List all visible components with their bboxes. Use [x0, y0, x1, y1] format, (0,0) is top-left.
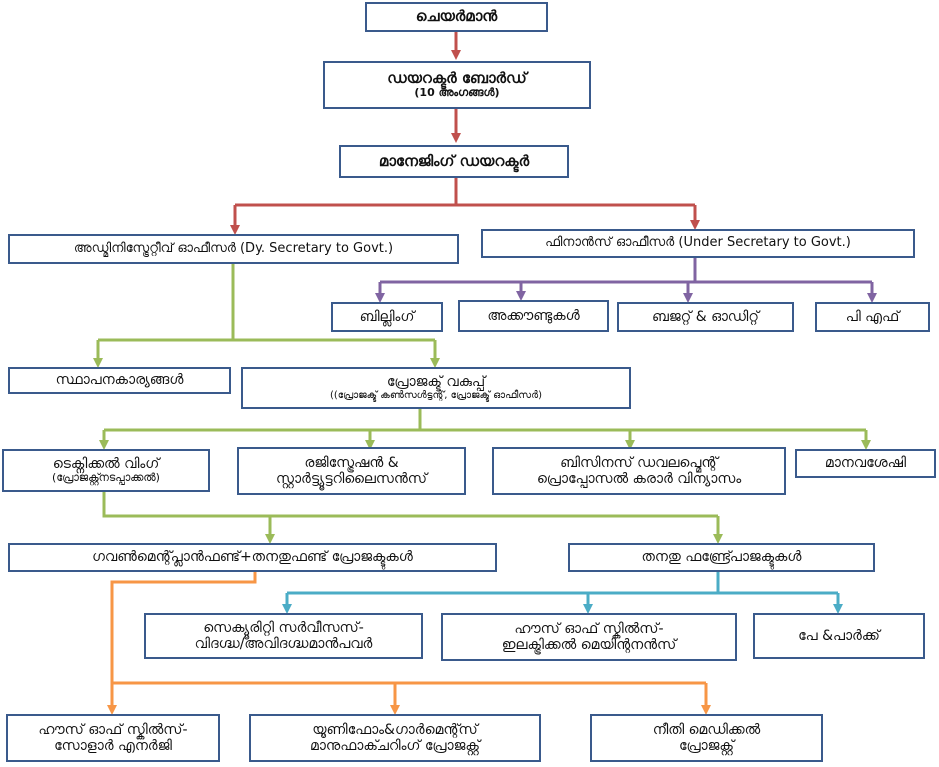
technical-wing-sublabel: (പ്രോജക്റ്റ്നടപ്പാക്കൽ)	[52, 471, 160, 485]
technical-wing-label: ടെക്നിക്കൽ വിംഗ്	[52, 456, 160, 473]
budget-audit-label: ബജറ്റ് & ഓഡിറ്റ്	[652, 308, 759, 325]
hr-box: മാനവശേഷി	[795, 449, 936, 478]
uniform-garments-box: യൂണിഫോം&ഗാർമെന്റ്സ് മാനുഫാക്ചറിംഗ് പ്രോജ…	[249, 714, 541, 762]
finance-officer-label: ഫിനാൻസ് ഓഫീസർ (Under Secretary to Govt.)	[545, 235, 851, 251]
connector-technical-bar	[102, 492, 718, 518]
uniform-garments-label-line2: മാനുഫാക്ചറിംഗ് പ്രോജക്റ്റ്	[310, 738, 480, 754]
project-dept-sublabel: ((പ്രോജക്ട് കൺസൾട്ടന്റ്, പ്രോജക്ട് ഓഫീസർ…	[329, 390, 543, 402]
house-of-skills-solar-label-line2: സോളാർ എനർജി	[54, 738, 172, 754]
neethi-medical-box: നീതി മെഡിക്കൽ പ്രോജക്റ്റ്	[590, 714, 823, 762]
registration-label-line2: സ്റ്റാർട്ട്യൂട്ടറിലൈസൻസ്	[276, 471, 427, 487]
pay-park-box: പേ &പാർക്ക്	[753, 613, 925, 659]
house-of-skills-electrical-box: ഹൗസ് ഓഫ് സ്കിൽസ്- ഇലക്ട്രിക്കൽ മെയിന്റനൻ…	[441, 613, 737, 661]
govt-plan-fund-label: ഗവൺമെന്റ്പ്ലാൻഫണ്ട്+തനതുഫണ്ട് പ്രോജക്ടുക…	[92, 549, 413, 566]
registration-box: രജിസ്ട്രേഷൻ & സ്റ്റാർട്ട്യൂട്ടറിലൈസൻസ്	[237, 447, 466, 495]
house-of-skills-solar-box: ഹൗസ് ഓഫ് സ്കിൽസ്- സോളാർ എനർജി	[6, 714, 220, 762]
orange-connectors	[107, 572, 711, 715]
own-fund-label: തനതു ഫണ്ട്പ്രോജക്ടുകൾ	[641, 549, 802, 566]
registration-label: രജിസ്ട്രേഷൻ &	[304, 454, 399, 471]
business-dev-label: ബിസിനസ് ഡവലപ്മെന്റ്	[560, 454, 718, 471]
board-sublabel: (10 അംഗങ്ങൾ)	[414, 86, 500, 100]
admin-officer-label: അഡ്മിനിസ്ട്രേറ്റീവ് ഓഫീസർ (Dy. Secretary…	[73, 240, 394, 256]
business-dev-label-line2: പ്രൊപ്പോസൽ കരാർ വിന്യാസം	[536, 471, 742, 487]
security-services-box: സെക്യൂരിറ്റി സർവീസസ്- വിദഗ്ദ്ധ/അവിദഗ്ദ്ധ…	[144, 613, 423, 659]
accounts-box: അക്കൗണ്ടുകൾ	[458, 300, 609, 332]
business-dev-box: ബിസിനസ് ഡവലപ്മെന്റ് പ്രൊപ്പോസൽ കരാർ വിന്…	[492, 447, 786, 495]
govt-plan-fund-box: ഗവൺമെന്റ്പ്ലാൻഫണ്ട്+തനതുഫണ്ട് പ്രോജക്ടുക…	[8, 543, 497, 572]
project-dept-box: പ്രോജക്ട് വകുപ്പ് ((പ്രോജക്ട് കൺസൾട്ടന്റ…	[241, 367, 631, 409]
chairman-label: ചെയർമാൻ	[415, 7, 498, 26]
chairman-box: ചെയർമാൻ	[365, 2, 548, 32]
house-of-skills-electrical-label-line2: ഇലക്ട്രിക്കൽ മെയിന്റനൻസ്	[501, 637, 677, 653]
md-label: മാനേജിംഗ് ഡയറക്ടർ	[378, 151, 530, 170]
house-of-skills-solar-label: ഹൗസ് ഓഫ് സ്കിൽസ്-	[38, 721, 188, 738]
hr-label: മാനവശേഷി	[824, 455, 907, 472]
finance-officer-box: ഫിനാൻസ് ഓഫീസർ (Under Secretary to Govt.)	[481, 229, 915, 258]
purple-connectors	[375, 258, 877, 303]
neethi-medical-label-line2: പ്രോജക്റ്റ്	[678, 738, 735, 754]
uniform-garments-label: യൂണിഫോം&ഗാർമെന്റ്സ്	[312, 721, 478, 738]
green-connectors	[93, 264, 871, 544]
teal-connectors	[282, 572, 843, 614]
connector-govtplan-housesolar	[107, 572, 257, 715]
md-box: മാനേജിംഗ് ഡയറക്ടർ	[339, 145, 569, 178]
accounts-label: അക്കൗണ്ടുകൾ	[487, 307, 580, 324]
pf-label: പി എഫ്	[845, 308, 900, 325]
neethi-medical-label: നീതി മെഡിക്കൽ	[652, 721, 761, 738]
budget-audit-box: ബജറ്റ് & ഓഡിറ്റ്	[617, 302, 794, 332]
security-services-label: സെക്യൂരിറ്റി സർവീസസ്-	[203, 619, 364, 636]
pf-box: പി എഫ്	[815, 302, 930, 332]
establishment-box: സ്ഥാപനകാര്യങ്ങൾ	[8, 367, 231, 394]
billing-label: ബില്ലിംഗ്	[359, 308, 415, 325]
own-fund-box: തനതു ഫണ്ട്പ്രോജക്ടുകൾ	[568, 543, 875, 572]
house-of-skills-electrical-label: ഹൗസ് ഓഫ് സ്കിൽസ്-	[514, 620, 664, 637]
establishment-label: സ്ഥാപനകാര്യങ്ങൾ	[55, 372, 184, 389]
pay-park-label: പേ &പാർക്ക്	[798, 627, 880, 644]
board-box: ഡയറക്ടർ ബോർഡ് (10 അംഗങ്ങൾ)	[323, 61, 591, 109]
security-services-label-line2: വിദഗ്ദ്ധ/അവിദഗ്ദ്ധമാൻപവർ	[194, 636, 373, 652]
red-connectors	[230, 30, 700, 235]
board-label: ഡയറക്ടർ ബോർഡ്	[387, 69, 527, 88]
technical-wing-box: ടെക്നിക്കൽ വിംഗ് (പ്രോജക്റ്റ്നടപ്പാക്കൽ)	[2, 449, 210, 492]
billing-box: ബില്ലിംഗ്	[331, 302, 443, 332]
admin-officer-box: അഡ്മിനിസ്ട്രേറ്റീവ് ഓഫീസർ (Dy. Secretary…	[8, 234, 459, 264]
project-dept-label: പ്രോജക്ട് വകുപ്പ്	[386, 374, 486, 391]
